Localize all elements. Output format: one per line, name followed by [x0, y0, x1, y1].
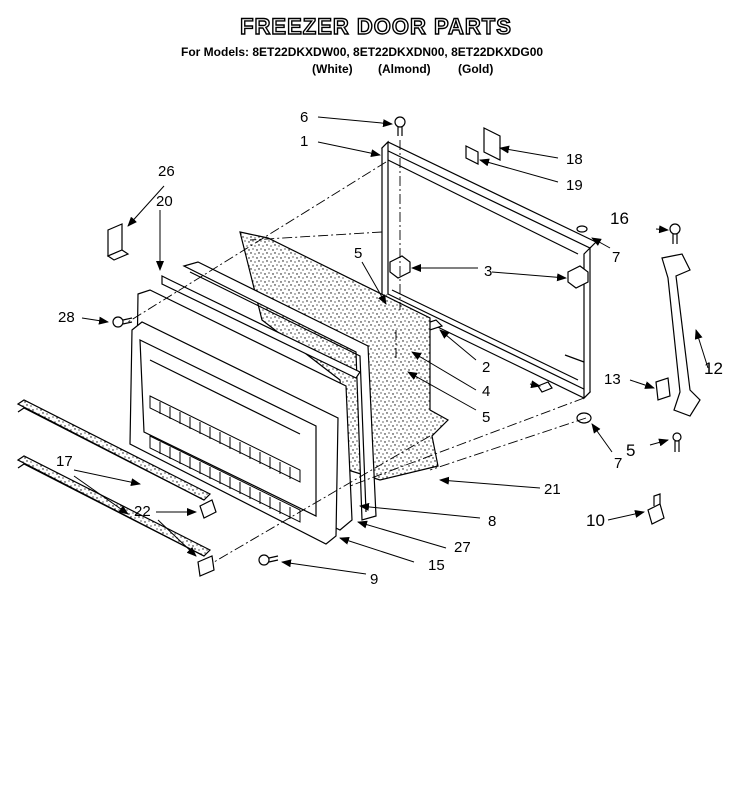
callout-19: 19: [566, 177, 583, 194]
finish-white: (White): [312, 62, 353, 76]
end-cap-part-22-upper: [199, 499, 217, 519]
alignment-lines: [127, 140, 587, 563]
label-part-19: [465, 145, 479, 165]
finish-almond: (Almond): [378, 62, 431, 76]
callout-27: 27: [454, 539, 471, 556]
screw-part-6: [394, 116, 406, 136]
door-handle-part-12: [661, 253, 701, 417]
callout-labels: 6 1 18 19 26 20 16 7 5 3 28 2 12 13 4 5 …: [56, 109, 723, 588]
callout-22: 22: [134, 503, 151, 520]
screw-part-28: [112, 316, 133, 328]
callout-12: 12: [704, 359, 723, 378]
screw-part-5-handle: [672, 432, 682, 452]
callout-10: 10: [586, 511, 605, 530]
callout-5-handle: 5: [626, 441, 635, 460]
callout-5-upper: 5: [354, 245, 362, 262]
door-liner-part-15: [129, 289, 353, 545]
door-shelf-bottom: [149, 435, 301, 523]
label-part-18: [483, 127, 501, 161]
model-list: For Models: 8ET22DKXDW00, 8ET22DKXDN00, …: [181, 45, 544, 59]
callout-4: 4: [482, 383, 490, 400]
cap-part-10: [647, 493, 665, 525]
shelf-front-part-17-lower: [16, 455, 212, 557]
callout-13: 13: [604, 371, 621, 388]
callout-5-lower: 5: [482, 409, 490, 426]
bracket-part-13: [655, 377, 671, 401]
callout-7-top: 7: [612, 249, 620, 266]
callout-18: 18: [566, 151, 583, 168]
shelf-front-part-17-upper: [16, 399, 212, 501]
callout-2: 2: [482, 359, 490, 376]
screw-part-16: [669, 223, 681, 244]
callout-28: 28: [58, 309, 75, 326]
leader-lines: [73, 116, 709, 575]
hinge-bracket-part-3: [389, 255, 589, 289]
screw-part-9: [258, 554, 279, 566]
callout-15: 15: [428, 557, 445, 574]
callout-16: 16: [610, 209, 629, 228]
callout-8: 8: [488, 513, 496, 530]
clip-part-26: [106, 223, 130, 261]
plug-part-7-top: [576, 225, 588, 233]
callout-3: 3: [484, 263, 492, 280]
washer-part-2: [422, 319, 553, 393]
callout-17: 17: [56, 453, 73, 470]
callout-7-bottom: 7: [614, 455, 622, 472]
foam-insulation-part-21: [239, 231, 449, 481]
door-shelf-top: [149, 395, 301, 483]
callout-26: 26: [158, 163, 175, 180]
callout-1: 1: [300, 133, 308, 150]
end-cap-part-22-lower: [197, 555, 215, 577]
page-title: FREEZER DOOR PARTS: [239, 13, 512, 39]
callout-21: 21: [544, 481, 561, 498]
plug-part-7-bottom: [576, 412, 592, 424]
callout-20: 20: [156, 193, 173, 210]
trim-part-20: [161, 275, 361, 379]
callout-9: 9: [370, 571, 378, 588]
callout-6: 6: [300, 109, 308, 126]
door-gasket-part-8: [182, 261, 377, 521]
finish-gold: (Gold): [458, 62, 494, 76]
